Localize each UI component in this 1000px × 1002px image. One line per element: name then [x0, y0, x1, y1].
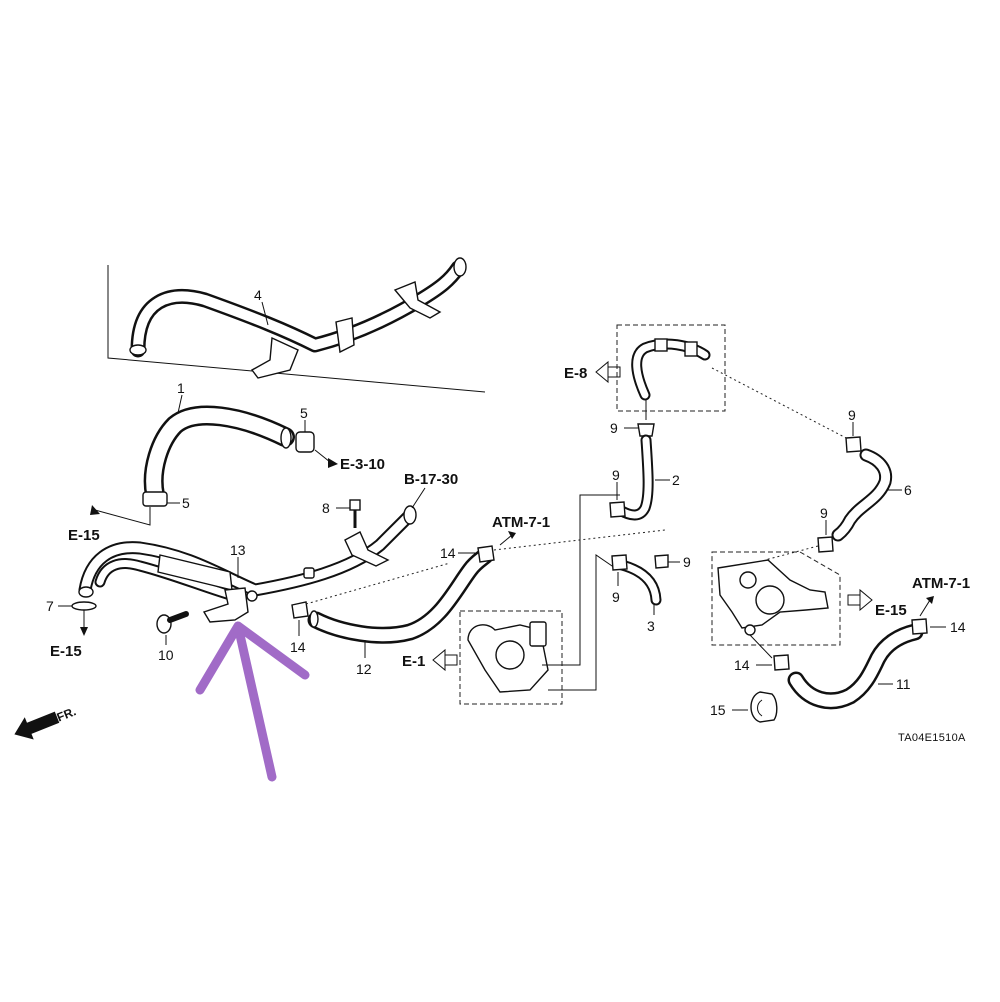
clip-part-14-left: [291, 601, 309, 619]
thermostat-detail-box: [711, 551, 841, 646]
callout-13: 13: [230, 542, 246, 558]
callout-14-p11-left: 14: [734, 657, 750, 673]
highlight-arrow: [195, 621, 310, 782]
clip-part-9-lower: [609, 501, 626, 518]
part-4-bracket-mid: [335, 317, 355, 354]
callout-9-p6-bottom: 9: [820, 505, 828, 521]
callout-14-top: 14: [440, 545, 456, 561]
part-4-bracket-right: [393, 281, 442, 319]
ref-e-15-right: E-15: [875, 602, 907, 619]
pipe-part-4-group: 4: [107, 257, 486, 393]
ref-e-8: E-8: [564, 365, 587, 382]
callout-14-left: 14: [290, 639, 306, 655]
hose-part-6-group: 9 6 9: [764, 407, 912, 561]
bolt-part-10-group: 10: [156, 611, 189, 663]
callout-9-e8: 9: [610, 420, 618, 436]
hose-part-11-group: 14 11 14 ATM-7-1: [734, 575, 970, 710]
ref-e-3-10: E-3-10: [340, 456, 385, 473]
part-13-end-left: [78, 586, 94, 598]
part-13-bracket: [202, 587, 249, 623]
callout-9-p6-top: 9: [848, 407, 856, 423]
pipe-part-13-group: 13 B-17-30 8: [78, 471, 458, 623]
part-4-end-left: [129, 344, 147, 356]
front-arrow-icon: [14, 711, 60, 740]
part-4-end-right: [453, 257, 467, 277]
grommet-part-15: [750, 691, 778, 723]
clip-part-9-p3-left: [611, 554, 628, 571]
callout-1: 1: [177, 380, 185, 396]
part-13-bracket-right: [344, 531, 390, 567]
diagram-code: TA04E1510A: [898, 732, 966, 744]
o-ring-part-7: [71, 601, 97, 611]
clip-part-5-lower: [142, 491, 168, 507]
clip-part-14-p11-left: [773, 654, 790, 671]
hose-part-3-group: 9 9 3: [611, 554, 691, 634]
callout-7: 7: [46, 598, 54, 614]
callout-4: 4: [254, 287, 262, 303]
callout-3: 3: [647, 618, 655, 634]
clip-part-14-top: [477, 545, 495, 563]
callout-5-lower: 5: [182, 495, 190, 511]
clip-part-5-upper: [295, 431, 315, 453]
clip-part-9-e8: [637, 423, 655, 437]
clip-part-9-p6-top: [845, 436, 862, 453]
callout-9-p3-right: 9: [683, 554, 691, 570]
ref-e-15-left-top: E-15: [68, 527, 100, 544]
hose-part-2-group: 9 2 9: [609, 420, 680, 521]
e-8-detail-group: E-8: [564, 324, 851, 441]
part-13-end-right: [403, 505, 417, 525]
highlight-arrow-icon: [195, 621, 310, 782]
o-ring-part-7-group: 7 E-15: [46, 598, 97, 660]
clip-on-part-13: [303, 567, 315, 579]
clip-part-14-p11-right: [911, 618, 928, 635]
ref-e-15-left-bottom: E-15: [50, 643, 82, 660]
grommet-part-15-group: 15: [710, 691, 778, 723]
callout-9-p3-left: 9: [612, 589, 620, 605]
callout-14-p11-right: 14: [950, 619, 966, 635]
part-1-end: [280, 427, 292, 449]
e-8-detail-box: [616, 324, 726, 412]
callout-9-lower: 9: [612, 467, 620, 483]
clip-part-9-p6-bottom: [817, 536, 834, 553]
callout-2: 2: [672, 472, 680, 488]
callout-8: 8: [322, 500, 330, 516]
callout-10: 10: [158, 647, 174, 663]
front-direction-marker: FR.: [14, 704, 78, 740]
thermostat-group: E-15: [711, 551, 907, 659]
callout-15: 15: [710, 702, 726, 718]
clip-part-9-p3-right: [654, 554, 669, 569]
callout-5-upper: 5: [300, 405, 308, 421]
ref-atm-7-1-right: ATM-7-1: [912, 575, 970, 592]
ref-e-1: E-1: [402, 653, 425, 670]
ref-atm-7-1-left: ATM-7-1: [492, 514, 550, 531]
callout-12: 12: [356, 661, 372, 677]
hose-part-12-group: 12 14 ATM-7-1: [307, 514, 666, 677]
ref-b-17-30: B-17-30: [404, 471, 458, 488]
front-marker-label: FR.: [55, 704, 78, 724]
part-4-frame-line: [107, 265, 486, 393]
hose-part-1-group: 1 5 5 E-3-10 E-15: [68, 380, 385, 544]
throttle-body-group: E-1: [402, 494, 620, 705]
callout-11: 11: [896, 676, 911, 692]
part-4-bracket-lower: [250, 336, 299, 379]
e-1-detail-box: [459, 610, 563, 705]
callout-6: 6: [904, 482, 912, 498]
clip-part-14-left-group: 14: [290, 562, 451, 655]
bolt-part-8: [349, 499, 361, 511]
